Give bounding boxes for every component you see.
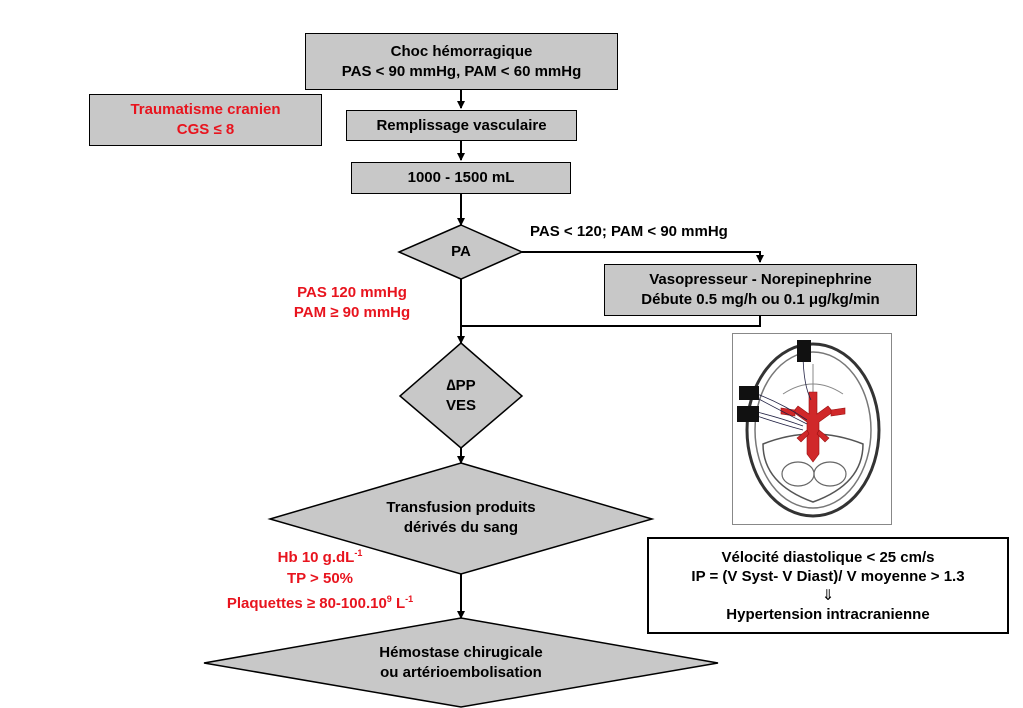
volume-label: 1000 - 1500 mL <box>407 169 515 186</box>
dpp-diamond-shape <box>398 342 524 449</box>
dpp-diamond: ∆PP VES <box>400 343 522 448</box>
skull-diagram-icon <box>737 340 881 518</box>
transfusion-diamond-shape <box>267 462 655 575</box>
vaso-title: Vasopresseur - Norepinephrine <box>649 271 872 288</box>
doppler-criteria-box: Vélocité diastolique < 25 cm/s IP = (V S… <box>647 537 1009 634</box>
brain-doppler-illustration <box>732 333 892 525</box>
implies-arrow-icon: ⇓ <box>821 586 835 604</box>
transfusion-line1: Transfusion produits <box>386 499 536 516</box>
transfusion-diamond: Transfusion produits dérivés du sang <box>300 490 622 546</box>
pa-diamond-shape <box>397 224 524 280</box>
choc-title: Choc hémorragique <box>390 42 533 60</box>
traumatisme-cranien-box: Traumatisme cranien CGS ≤ 8 <box>89 94 322 146</box>
vaso-dose: Débute 0.5 mg/h ou 0.1 μg/kg/min <box>641 291 880 308</box>
velocite-line: Vélocité diastolique < 25 cm/s <box>721 548 935 566</box>
pa-diamond: PA <box>399 225 523 279</box>
volume-box: 1000 - 1500 mL <box>351 162 571 194</box>
tp-target: TP > 50% <box>286 570 353 587</box>
hemostase-diamond: Hémostase chirugicale ou artérioembolisa… <box>300 638 622 688</box>
transfusion-targets: Hb 10 g.dL-1 TP > 50% Plaquettes ≥ 80-10… <box>200 543 440 614</box>
hb-target: Hb 10 g.dL-1 <box>277 548 363 566</box>
hemostase-line2: ou artérioembolisation <box>380 664 542 681</box>
trauma-title: Traumatisme cranien <box>130 101 281 118</box>
ves-label: VES <box>445 396 476 414</box>
choc-criteria: PAS < 90 mmHg, PAM < 60 mmHg <box>341 62 582 80</box>
choc-hemorragique-box: Choc hémorragique PAS < 90 mmHg, PAM < 6… <box>305 33 618 90</box>
hemostase-diamond-shape <box>203 617 719 708</box>
pa-target-label: PAS 120 mmHg PAM ≥ 90 mmHg <box>262 283 442 323</box>
dpp-label: ∆PP <box>446 376 476 394</box>
hemostase-line1: Hémostase chirugicale <box>379 644 543 661</box>
pa-label: PA <box>451 243 471 260</box>
hypertension-line: Hypertension intracranienne <box>726 605 930 623</box>
pam-target: PAM ≥ 90 mmHg <box>293 304 411 321</box>
vasopresseur-box: Vasopresseur - Norepinephrine Débute 0.5… <box>604 264 917 316</box>
plaquettes-target: Plaquettes ≥ 80-100.109 L-1 <box>226 594 414 612</box>
ip-line: IP = (V Syst- V Diast)/ V moyenne > 1.3 <box>691 567 965 585</box>
pas-target: PAS 120 mmHg <box>297 284 407 301</box>
trauma-cgs: CGS ≤ 8 <box>176 121 235 138</box>
remplissage-label: Remplissage vasculaire <box>376 116 547 134</box>
remplissage-vasculaire-box: Remplissage vasculaire <box>346 110 577 141</box>
transfusion-line2: dérivés du sang <box>403 519 519 536</box>
pa-branch-label: PAS < 120; PAM < 90 mmHg <box>530 223 728 240</box>
